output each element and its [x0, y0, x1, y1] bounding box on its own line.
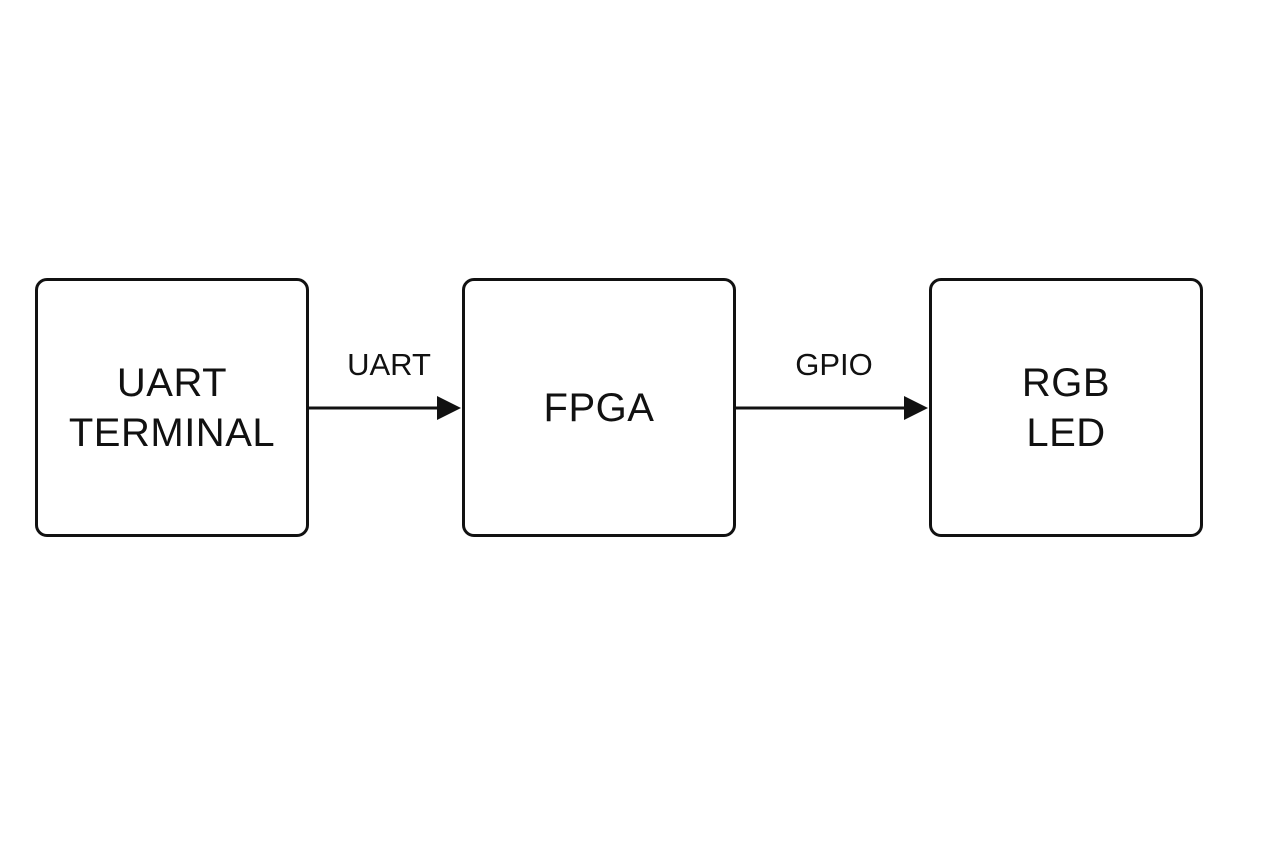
connection-label-gpio: GPIO	[795, 347, 873, 382]
connection-label-uart: UART	[347, 347, 431, 382]
arrowhead-uart	[437, 396, 461, 420]
fpga-block: FPGA	[462, 278, 736, 537]
block-label-line: UART	[116, 360, 228, 405]
block-label-line: TERMINAL	[68, 410, 276, 455]
arrow-fpga-to-rgb-led	[736, 396, 928, 420]
block-label-line: RGB	[1021, 360, 1111, 405]
rgb-led-block: RGB LED	[929, 278, 1203, 537]
arrow-uart-to-fpga	[309, 396, 461, 420]
uart-terminal-block: UART TERMINAL	[35, 278, 309, 537]
block-label-line: FPGA	[543, 385, 655, 430]
arrowhead-gpio	[904, 396, 928, 420]
block-label-line: LED	[1026, 410, 1106, 455]
